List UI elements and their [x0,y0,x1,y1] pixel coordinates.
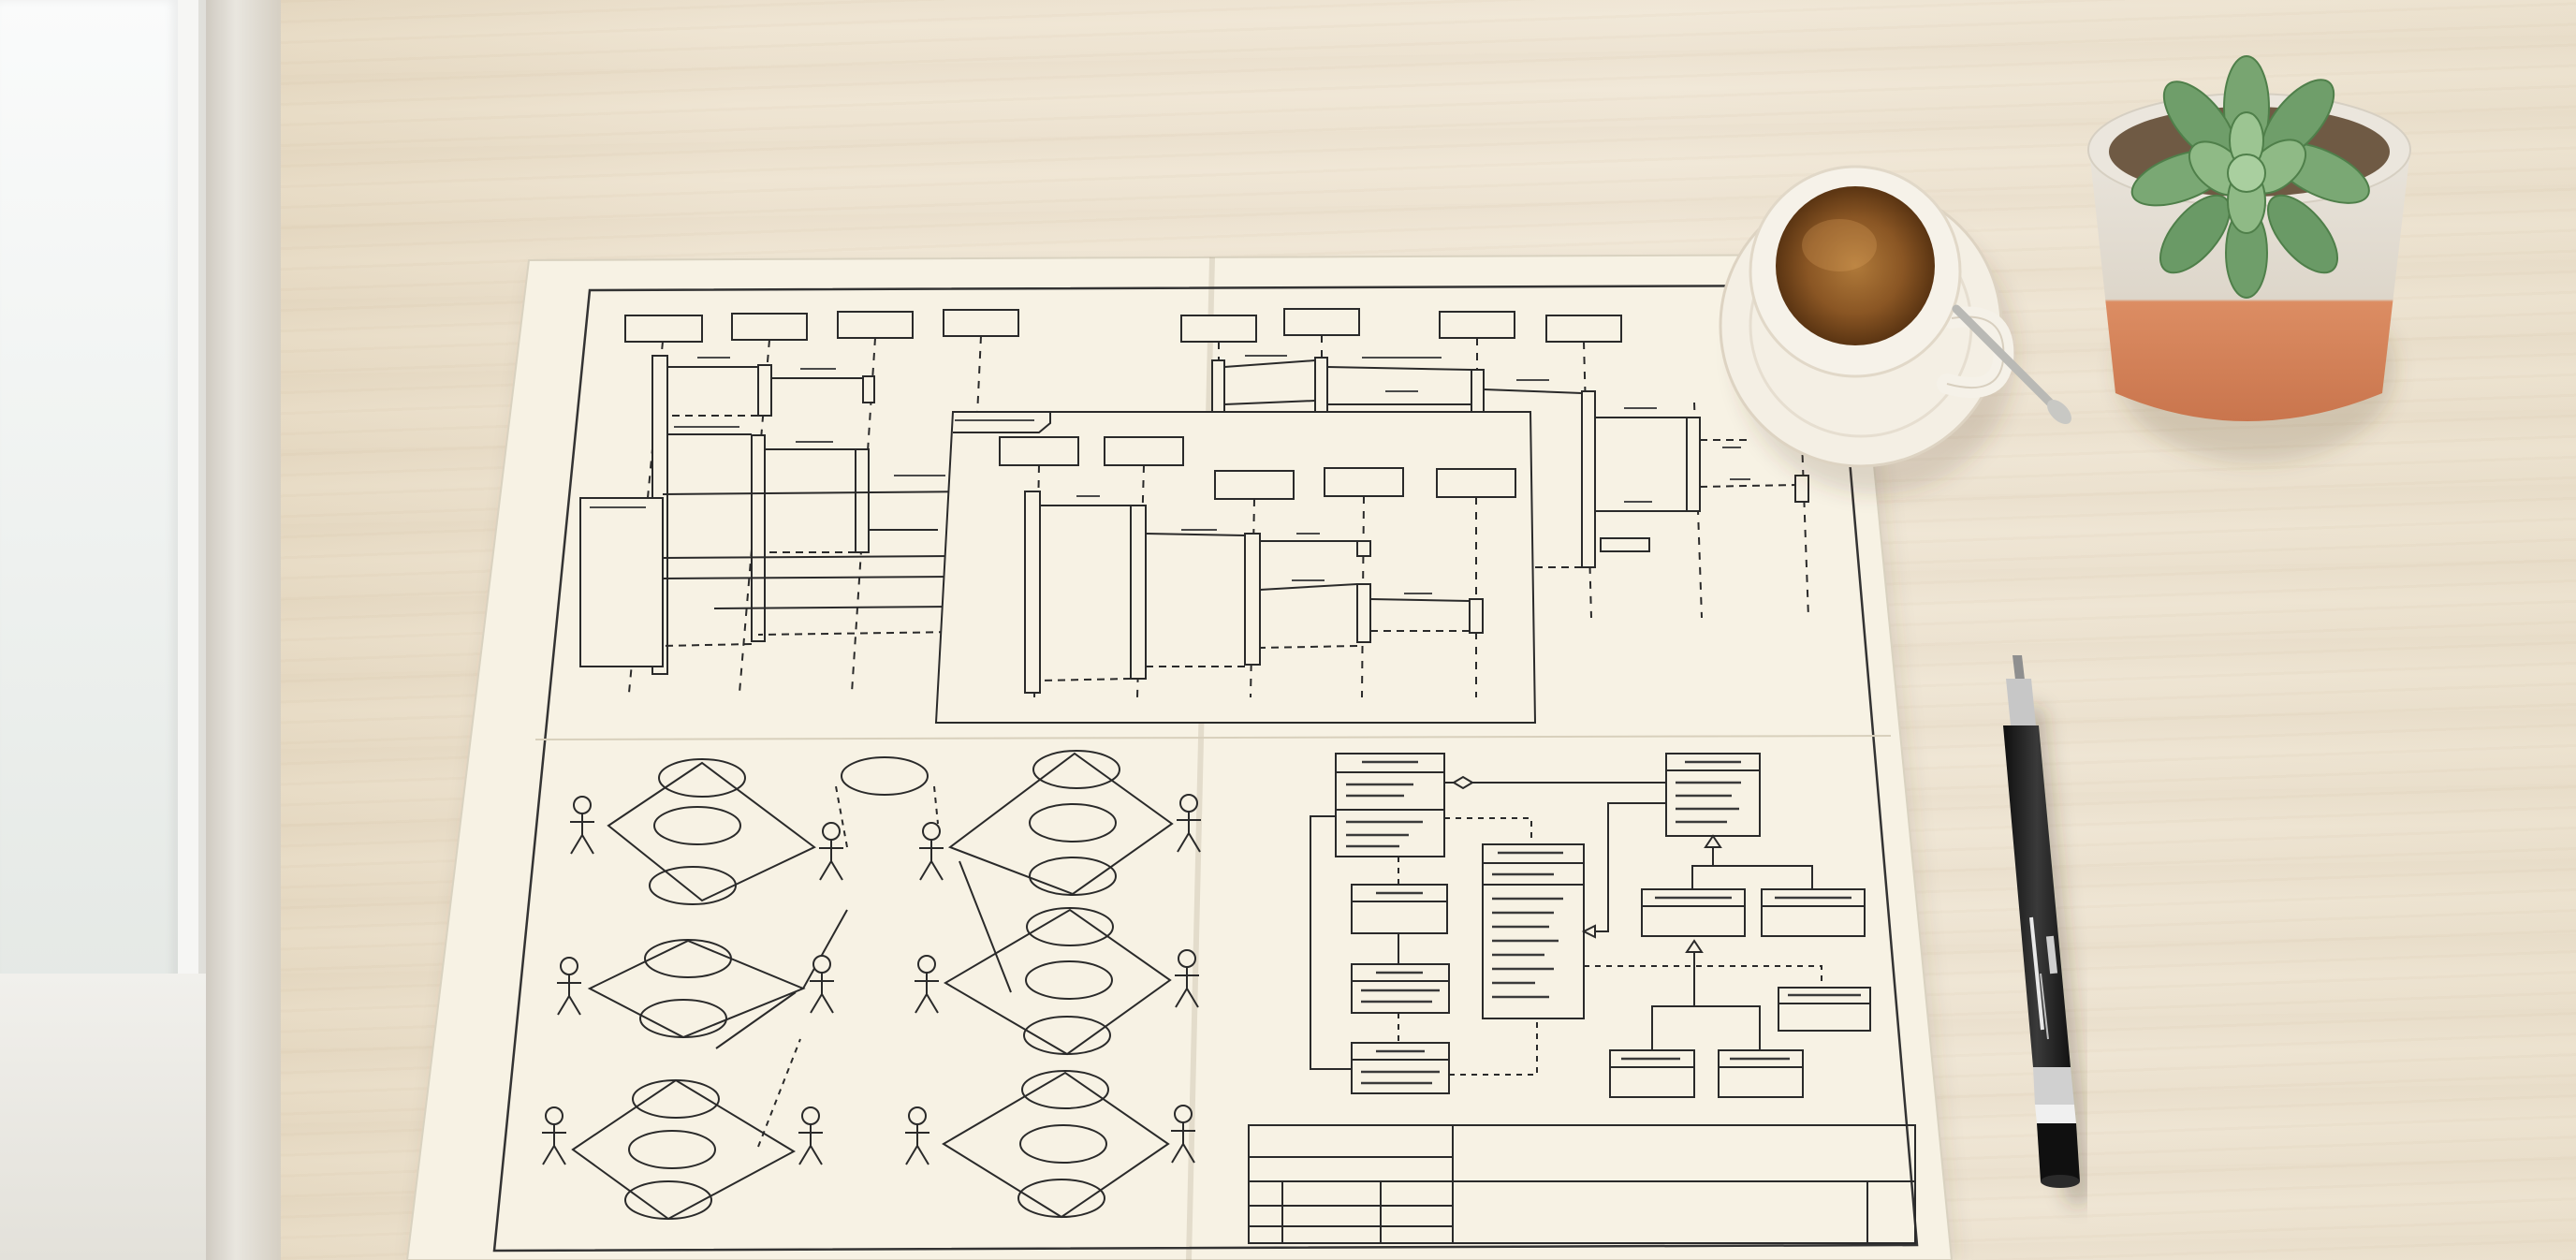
window-sill [206,0,281,1260]
sequence-text-lines [590,355,1750,594]
use-case-diagrams [571,750,1174,1221]
window-glass [0,0,198,1123]
mechanical-pencil [2003,655,2092,1206]
class-diagram-text-lines [1346,760,1861,1085]
drawing-border [492,284,1919,1253]
sequence-diagram-right [1180,308,1809,619]
use-case-actors [542,794,1201,1165]
section-divider [534,735,1892,740]
succulent-plant [2130,55,2370,299]
title-block [1248,1124,1916,1244]
succulent-pot [2087,55,2411,463]
pencil-body [2003,725,2071,1067]
coffee [1776,186,1935,345]
window-wall [0,0,281,1260]
sequence-diagram-left [579,309,1019,694]
spoon [1952,304,2064,417]
pencil-tip [2012,655,2025,680]
window-frame [0,974,206,1260]
sequence-diagram-center-frame [934,411,1537,724]
espresso-cup [1719,165,2071,494]
